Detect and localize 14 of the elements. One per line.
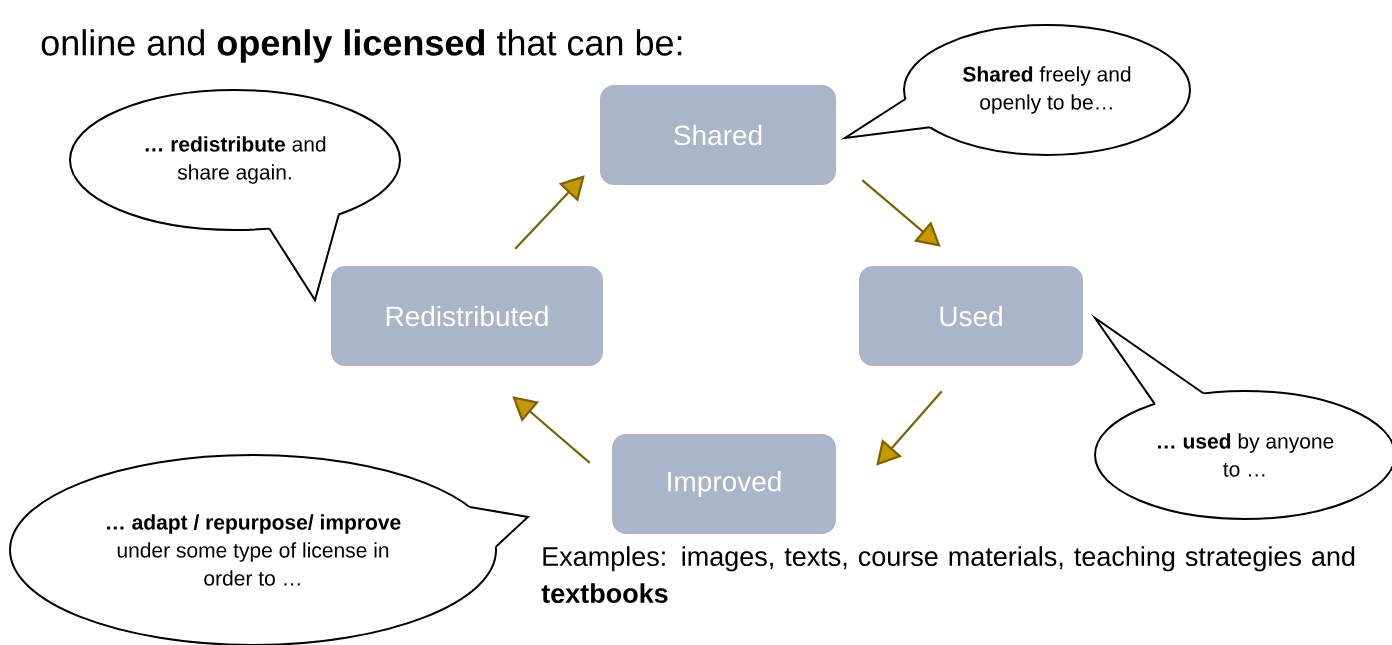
arrow — [861, 179, 941, 247]
arrow — [512, 396, 591, 464]
arrow — [514, 175, 585, 250]
process-box: Shared — [600, 85, 836, 185]
speech-bubble: … redistribute and share again. — [69, 89, 401, 303]
arrow — [876, 390, 943, 466]
heading: online and openly licensed that can be: — [41, 29, 682, 63]
speech-bubble: … adapt / repurpose/ improve under some type of license in order to … — [9, 454, 531, 645]
speech-bubble: Shared freely and openly to be… — [840, 24, 1191, 156]
process-box: Redistributed — [331, 266, 603, 366]
caption-text: Examples: images, texts, course materials, teaching strategies and textbooks — [541, 546, 1355, 603]
process-box: Used — [859, 266, 1083, 366]
process-box: Improved — [612, 434, 836, 534]
speech-bubble: … used by anyone to … — [1091, 314, 1392, 520]
